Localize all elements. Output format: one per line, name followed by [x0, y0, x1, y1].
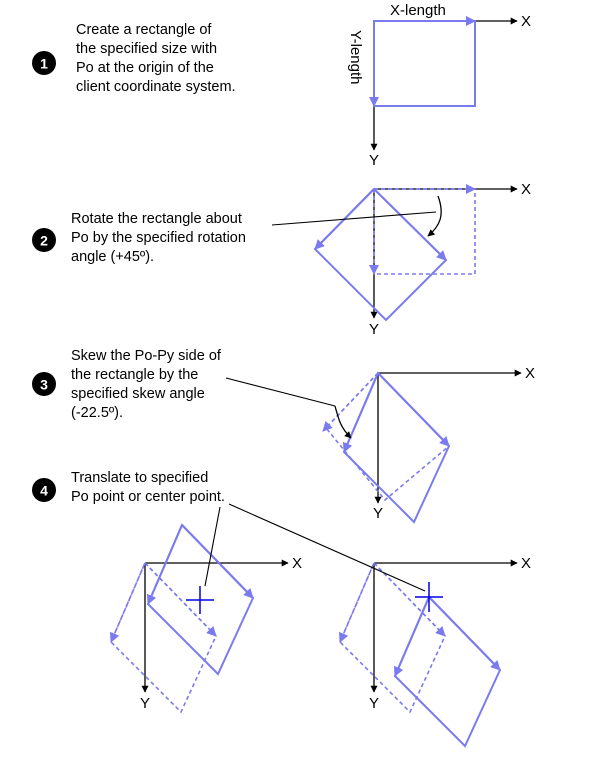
- rotated-rectangle: [313, 187, 448, 322]
- y-axis-label: Y: [369, 695, 379, 712]
- x-axis-label: X: [292, 555, 302, 572]
- skewed-rectangle-dashed: [339, 561, 446, 714]
- leader-line: [228, 503, 426, 592]
- x-axis-label: X: [521, 181, 531, 198]
- step-2-badge: 2: [32, 228, 56, 252]
- step-3-number: 3: [40, 377, 48, 393]
- rotation-arrow: [427, 195, 442, 237]
- step-3-badge: 3: [32, 372, 56, 396]
- step-3-description: Skew the Po-Py side of the rectangle by …: [71, 348, 221, 421]
- diagram-3-skew: X Y: [225, 365, 535, 524]
- x-axis-label: X: [521, 555, 531, 572]
- step-4-number: 4: [40, 483, 48, 499]
- step-1-badge: 1: [32, 51, 56, 75]
- leader-line: [204, 506, 221, 587]
- y-length-label: Y-length: [347, 30, 364, 85]
- x-length-label: X-length: [390, 2, 446, 19]
- step-4-badge: 4: [32, 478, 56, 502]
- diagram-4b-translate-center: X Y: [228, 503, 531, 748]
- rectangle-shape: [373, 20, 476, 107]
- rotated-rectangle-dashed: [324, 372, 450, 502]
- x-axis-label: X: [521, 13, 531, 30]
- skewed-rectangle: [342, 371, 451, 524]
- y-axis-label: Y: [140, 695, 150, 712]
- step-2-number: 2: [40, 233, 48, 249]
- diagram-1-create-rectangle: X-length Y-length X Y: [347, 2, 531, 169]
- leader-line: [225, 377, 336, 407]
- diagram-2-rotate: X Y: [271, 181, 531, 338]
- skew-arrow: [334, 405, 352, 439]
- step-1-description: Create a rectangle of the specified size…: [76, 22, 236, 95]
- step-2-description: Rotate the rectangle about Po by the spe…: [71, 211, 246, 265]
- step-4-description: Translate to specified Po point or cente…: [71, 470, 225, 505]
- diagram-4a-translate-po: X Y: [109, 506, 302, 714]
- original-rectangle-dashed: [374, 188, 476, 275]
- step-1-number: 1: [40, 56, 48, 72]
- y-axis-label: Y: [373, 505, 383, 522]
- y-axis-label: Y: [369, 321, 379, 338]
- x-axis-label: X: [525, 365, 535, 382]
- leader-line: [271, 211, 437, 226]
- skewed-rectangle-dashed: [110, 561, 217, 714]
- translated-rectangle: [393, 595, 502, 748]
- y-axis-label: Y: [369, 152, 379, 169]
